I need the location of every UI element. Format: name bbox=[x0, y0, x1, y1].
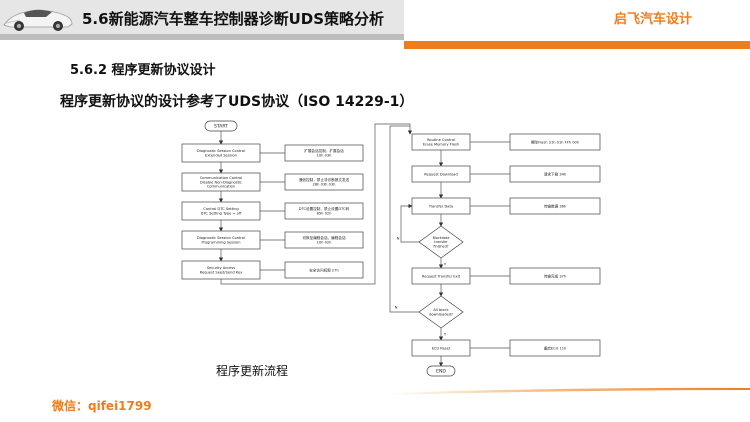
service-note-box bbox=[509, 165, 601, 183]
loop-arrow bbox=[400, 203, 419, 243]
service-note: 重启ECU 11h bbox=[544, 345, 567, 350]
service-box bbox=[181, 172, 261, 192]
yes-label: Y bbox=[444, 331, 447, 336]
service-note-box bbox=[509, 197, 601, 215]
loop-arrow bbox=[389, 125, 419, 313]
service-note-box bbox=[284, 173, 364, 191]
service-label: Request Transfer Exit bbox=[422, 274, 461, 278]
diagram-caption: 程序更新流程 bbox=[216, 364, 289, 378]
service-note-box bbox=[284, 144, 364, 162]
sports-car-logo-icon bbox=[3, 9, 73, 31]
page-title: 5.6新能源汽车整车控制器诊断UDS策略分析 bbox=[82, 10, 385, 28]
service-note: 安全访问权限 27h bbox=[309, 267, 339, 272]
start-label: START bbox=[214, 124, 228, 130]
end-terminal bbox=[426, 365, 456, 377]
decision-diamond bbox=[418, 295, 464, 329]
service-note-box bbox=[509, 267, 601, 285]
service-note: 擦除Flash 31h 01h FFh 00h bbox=[531, 139, 579, 144]
section-heading: 5.6.2 程序更新协议设计 bbox=[70, 63, 216, 78]
service-note: 传输数据 36h bbox=[544, 203, 566, 208]
start-terminal bbox=[204, 120, 238, 132]
end-label: END bbox=[436, 369, 446, 375]
service-box bbox=[411, 165, 471, 183]
service-note: 传输完成 37h bbox=[544, 273, 566, 278]
subtitle: 程序更新协议的设计参考了UDS协议（ISO 14229-1） bbox=[60, 94, 414, 110]
service-note-box bbox=[509, 133, 601, 151]
brand-name: 启飞汽车设计 bbox=[614, 12, 693, 27]
service-note: 请求下载 34h bbox=[544, 171, 566, 176]
header-bar: 5.6新能源汽车整车控制器诊断UDS策略分析 启飞汽车设计 bbox=[0, 0, 750, 49]
service-box bbox=[411, 339, 471, 357]
service-box bbox=[411, 267, 471, 285]
service-box bbox=[411, 197, 471, 215]
service-note-box bbox=[284, 261, 364, 279]
yes-label: Y bbox=[444, 261, 447, 266]
service-note-box bbox=[284, 231, 364, 249]
service-box bbox=[411, 133, 471, 151]
service-label: ECU Reset bbox=[432, 346, 451, 350]
service-label: Transfer Data bbox=[428, 204, 453, 208]
service-note-box bbox=[509, 339, 601, 357]
decision-diamond bbox=[418, 225, 464, 259]
service-label: Request Download bbox=[424, 172, 458, 176]
header-orange-accent bbox=[404, 41, 750, 49]
service-note-box bbox=[284, 202, 364, 220]
no-label: N bbox=[397, 235, 400, 240]
service-box bbox=[181, 260, 261, 280]
service-box bbox=[181, 143, 261, 163]
service-box bbox=[181, 230, 261, 250]
header-gray-underline bbox=[0, 34, 404, 40]
service-box bbox=[181, 201, 261, 221]
wechat-contact: 微信：qifei1799 bbox=[52, 399, 152, 413]
footer-gradient-line bbox=[390, 387, 750, 395]
no-label: N bbox=[395, 304, 398, 309]
